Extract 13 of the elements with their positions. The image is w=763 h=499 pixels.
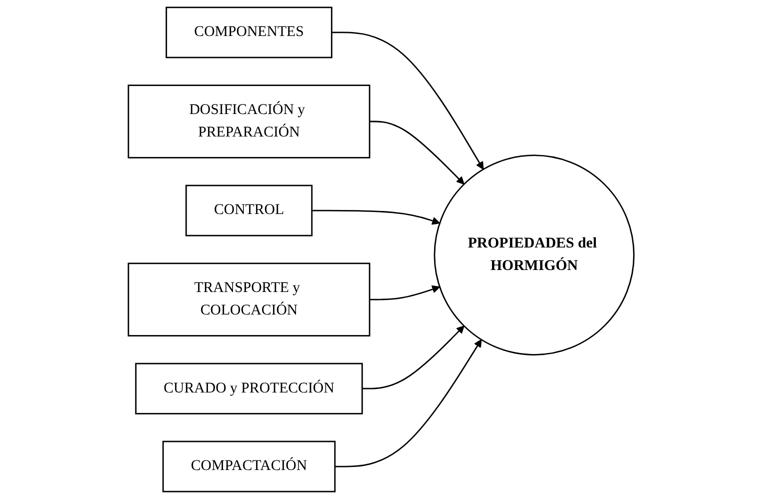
node-circle: PROPIEDADES del HORMIGÓN <box>434 154 635 356</box>
node-box: TRANSPORTE y COLOCACIÓN <box>128 262 371 336</box>
arrow <box>332 32 484 170</box>
node-box: DOSIFICACIÓN y PREPARACIÓN <box>128 84 371 158</box>
arrow <box>335 339 482 468</box>
arrow <box>362 326 465 390</box>
arrow <box>370 285 440 300</box>
node-box: CONTROL <box>186 184 313 236</box>
node-box: COMPONENTES <box>166 6 333 58</box>
arrow <box>312 210 440 225</box>
node-box: CURADO y PROTECCIÓN <box>135 362 364 414</box>
node-box: COMPACTACIÓN <box>162 440 336 492</box>
arrow <box>370 120 465 185</box>
